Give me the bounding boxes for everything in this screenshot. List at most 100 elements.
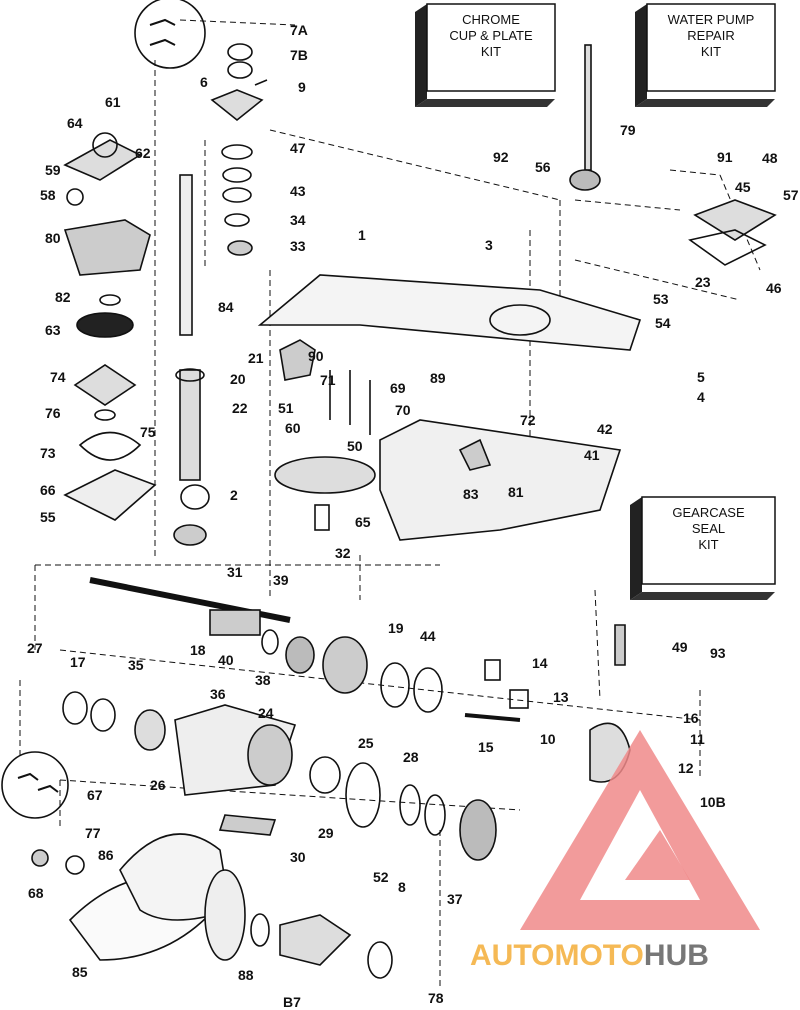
part-label-5: 5 (697, 369, 705, 385)
part-label-27: 27 (27, 640, 43, 656)
part-label-43: 43 (290, 183, 306, 199)
part-label-34: 34 (290, 212, 306, 228)
part-label-12: 12 (678, 760, 694, 776)
part-label-44: 44 (420, 628, 436, 644)
part-label-10b: 10B (700, 794, 726, 810)
part-label-7a: 7A (290, 22, 308, 38)
part-label-74: 74 (50, 369, 66, 385)
part-label-80: 80 (45, 230, 61, 246)
part-label-22: 22 (232, 400, 248, 416)
part-label-75: 75 (140, 424, 156, 440)
part-label-52: 52 (373, 869, 389, 885)
part-label-24: 24 (258, 705, 274, 721)
part-label-4: 4 (697, 389, 705, 405)
part-label-25: 25 (358, 735, 374, 751)
part-label-23: 23 (695, 274, 711, 290)
kit-text-line: KIT (698, 537, 718, 552)
part-label-64: 64 (67, 115, 83, 131)
part-label-7b: 7B (290, 47, 308, 63)
part-label-68: 68 (28, 885, 44, 901)
part-label-76: 76 (45, 405, 61, 421)
part-label-70: 70 (395, 402, 411, 418)
part-label-81: 81 (508, 484, 524, 500)
part-label-13: 13 (553, 689, 569, 705)
part-label-26: 26 (150, 777, 166, 793)
part-label-72: 72 (520, 412, 536, 428)
part-label-86: 86 (98, 847, 114, 863)
part-label-41: 41 (584, 447, 600, 463)
part-label-61: 61 (105, 94, 121, 110)
part-label-57: 57 (783, 187, 799, 203)
part-label-3: 3 (485, 237, 493, 253)
part-label-1: 1 (358, 227, 366, 243)
part-label-35: 35 (128, 657, 144, 673)
part-label-19: 19 (388, 620, 404, 636)
kit-text-line: KIT (701, 44, 721, 59)
part-label-84: 84 (218, 299, 234, 315)
part-label-58: 58 (40, 187, 56, 203)
part-label-18: 18 (190, 642, 206, 658)
part-label-39: 39 (273, 572, 289, 588)
part-label-32: 32 (335, 545, 351, 561)
part-label-91: 91 (717, 149, 733, 165)
part-label-69: 69 (390, 380, 406, 396)
part-label-48: 48 (762, 150, 778, 166)
part-label-67: 67 (87, 787, 103, 803)
part-label-66: 66 (40, 482, 56, 498)
part-label-16: 16 (683, 710, 699, 726)
kit-text-line: SEAL (692, 521, 725, 536)
part-label-15: 15 (478, 739, 494, 755)
part-label-73: 73 (40, 445, 56, 461)
part-label-6: 6 (200, 74, 208, 90)
part-label-14: 14 (532, 655, 548, 671)
part-label-71: 71 (320, 372, 336, 388)
part-label-b7: B7 (283, 994, 301, 1010)
part-label-45: 45 (735, 179, 751, 195)
part-label-60: 60 (285, 420, 301, 436)
part-label-38: 38 (255, 672, 271, 688)
part-label-46: 46 (766, 280, 782, 296)
part-label-55: 55 (40, 509, 56, 525)
part-label-11: 11 (690, 731, 705, 747)
part-label-49: 49 (672, 639, 688, 655)
part-label-42: 42 (597, 421, 613, 437)
part-label-37: 37 (447, 891, 463, 907)
part-label-29: 29 (318, 825, 334, 841)
part-label-53: 53 (653, 291, 669, 307)
part-label-36: 36 (210, 686, 226, 702)
part-label-2: 2 (230, 487, 238, 503)
part-label-47: 47 (290, 140, 306, 156)
part-label-20: 20 (230, 371, 246, 387)
part-label-79: 79 (620, 122, 636, 138)
part-label-21: 21 (248, 350, 264, 366)
part-label-90: 90 (308, 348, 324, 364)
part-label-30: 30 (290, 849, 306, 865)
part-label-8: 8 (398, 879, 406, 895)
part-label-65: 65 (355, 514, 371, 530)
part-label-82: 82 (55, 289, 71, 305)
part-label-9: 9 (298, 79, 306, 95)
part-label-40: 40 (218, 652, 234, 668)
watermark-text: AUTOMOTOHUB (470, 939, 709, 972)
kit-text-line: GEARCASE (672, 505, 745, 520)
part-label-50: 50 (347, 438, 363, 454)
part-label-88: 88 (238, 967, 254, 983)
part-label-56: 56 (535, 159, 551, 175)
part-label-28: 28 (403, 749, 419, 765)
part-label-17: 17 (70, 654, 86, 670)
part-label-10: 10 (540, 731, 556, 747)
part-label-63: 63 (45, 322, 61, 338)
kit-text-line: CUP & PLATE (449, 28, 533, 43)
kit-text-line: KIT (481, 44, 501, 59)
part-label-92: 92 (493, 149, 509, 165)
part-label-77: 77 (85, 825, 101, 841)
part-label-78: 78 (428, 990, 444, 1006)
watermark-logo: AUTOMOTOHUB (470, 730, 760, 972)
part-label-33: 33 (290, 238, 306, 254)
part-label-89: 89 (430, 370, 446, 386)
kit-text-line: CHROME (462, 12, 520, 27)
